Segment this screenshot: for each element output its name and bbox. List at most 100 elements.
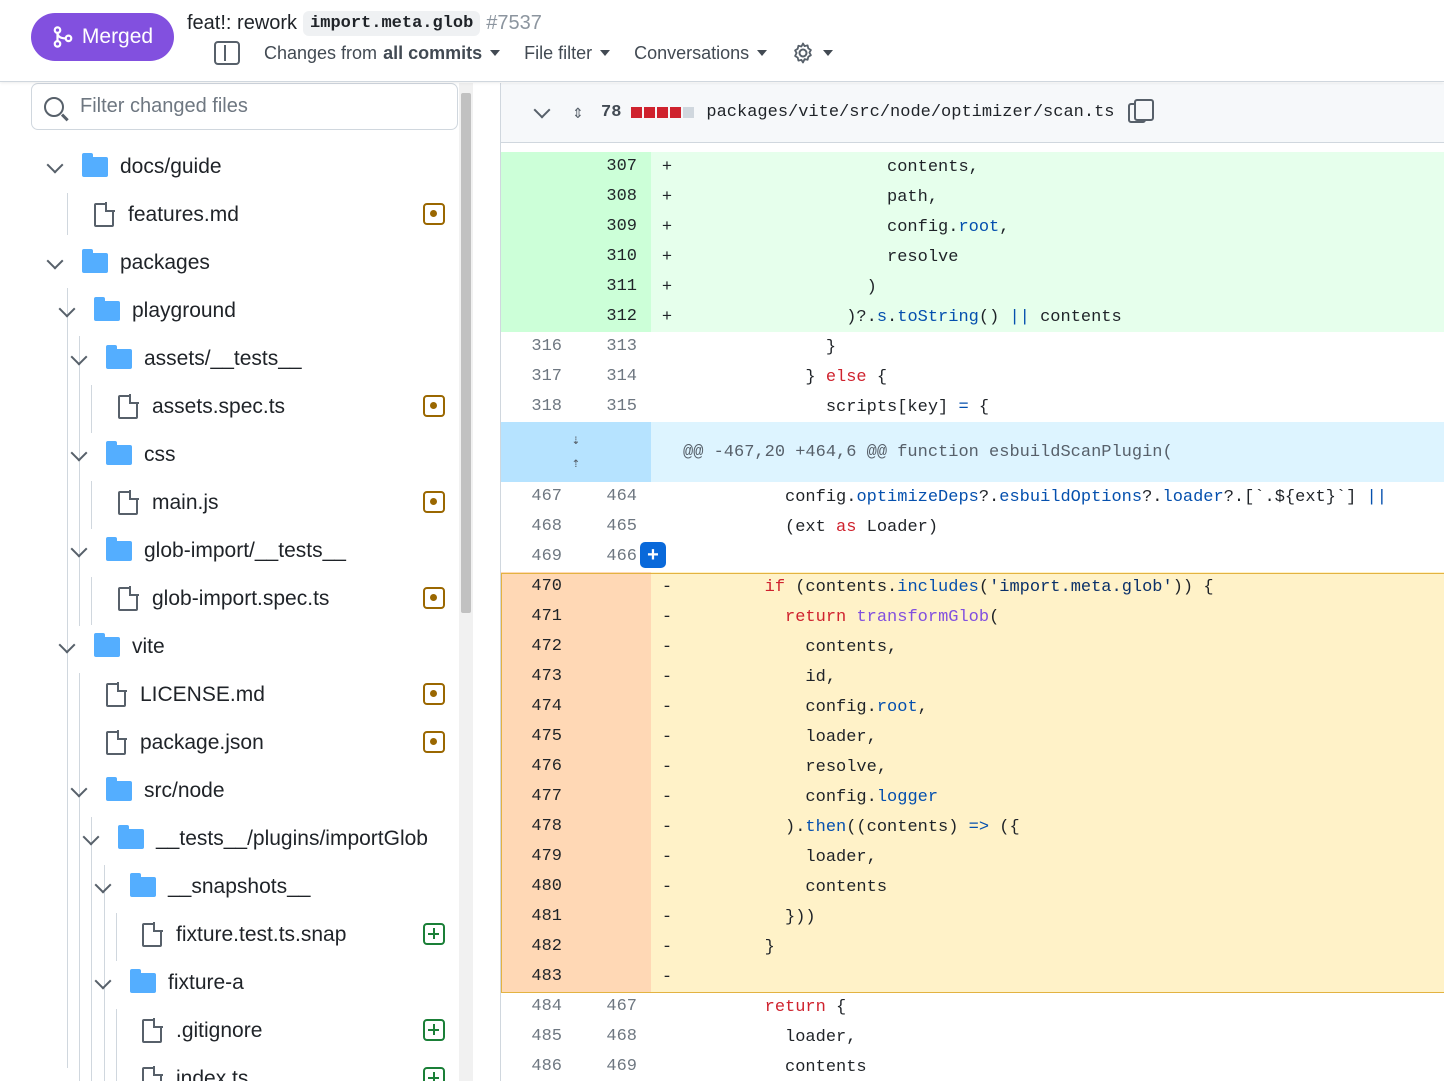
new-line-number[interactable] xyxy=(576,872,651,902)
tree-folder-snapshots[interactable]: __snapshots__ xyxy=(92,863,310,911)
new-line-number[interactable]: 313 xyxy=(606,337,637,356)
tree-file-fixture-test-snap[interactable]: fixture.test.ts.snap xyxy=(142,911,346,959)
tree-file-gitignore[interactable]: .gitignore xyxy=(142,1007,262,1055)
new-line-number[interactable] xyxy=(576,602,651,632)
new-line-number[interactable]: 465 xyxy=(606,517,637,536)
diff-line[interactable]: 307+ contents, xyxy=(501,152,1444,182)
tree-file-index-ts[interactable]: index.ts xyxy=(142,1055,248,1081)
old-line-number[interactable]: 468 xyxy=(531,517,562,536)
tree-folder-assets-tests[interactable]: assets/__tests__ xyxy=(68,335,302,383)
tree-folder-packages[interactable]: packages xyxy=(44,239,210,287)
diff-line[interactable]: 473- id, xyxy=(501,662,1444,692)
diff-line[interactable]: 309+ config.root, xyxy=(501,212,1444,242)
diff-line[interactable]: 481- })) xyxy=(501,902,1444,932)
new-line-number[interactable]: 309 xyxy=(576,212,651,242)
sidebar-toggle-icon[interactable] xyxy=(214,41,240,65)
settings-dropdown[interactable] xyxy=(791,41,834,65)
old-line-number[interactable] xyxy=(501,152,576,182)
old-line-number[interactable]: 467 xyxy=(531,487,562,506)
old-line-number[interactable]: 476 xyxy=(501,752,576,782)
new-line-number[interactable]: 311 xyxy=(576,272,651,302)
old-line-number[interactable] xyxy=(501,182,576,212)
diff-line[interactable]: 470- if (contents.includes('import.meta.… xyxy=(501,572,1444,602)
changes-from-dropdown[interactable]: Changes from all commits xyxy=(264,43,501,64)
file-filter-dropdown[interactable]: File filter xyxy=(524,43,611,64)
new-line-number[interactable]: 312 xyxy=(576,302,651,332)
new-line-number[interactable] xyxy=(576,812,651,842)
copy-icon[interactable] xyxy=(1128,98,1155,123)
old-line-number[interactable]: 483 xyxy=(501,962,576,992)
diff-line[interactable]: 474- config.root, xyxy=(501,692,1444,722)
old-line-number[interactable]: 485 xyxy=(531,1027,562,1046)
file-path[interactable]: packages/vite/src/node/optimizer/scan.ts xyxy=(706,103,1115,122)
new-line-number[interactable]: 307 xyxy=(576,152,651,182)
sidebar-scrollbar[interactable] xyxy=(459,83,473,1081)
new-line-number[interactable] xyxy=(576,842,651,872)
old-line-number[interactable]: 482 xyxy=(501,932,576,962)
tree-folder-src-node[interactable]: src/node xyxy=(68,767,225,815)
filter-files-box[interactable] xyxy=(31,83,458,130)
old-line-number[interactable]: 473 xyxy=(501,662,576,692)
unfold-icon[interactable]: ⇕ xyxy=(572,104,584,121)
tree-folder-css[interactable]: css xyxy=(68,431,176,479)
old-line-number[interactable]: 484 xyxy=(531,997,562,1016)
chevron-down-icon[interactable] xyxy=(531,102,553,124)
expand-up-icon[interactable]: ⇡ xyxy=(571,456,581,472)
old-line-number[interactable]: 481 xyxy=(501,902,576,932)
old-line-number[interactable] xyxy=(501,212,576,242)
diff-line[interactable]: 479- loader, xyxy=(501,842,1444,872)
old-line-number[interactable] xyxy=(501,302,576,332)
old-line-number[interactable] xyxy=(501,272,576,302)
new-line-number[interactable]: 314 xyxy=(606,367,637,386)
diff-line[interactable]: 308+ path, xyxy=(501,182,1444,212)
tree-folder-glob-import-tests[interactable]: glob-import/__tests__ xyxy=(68,527,346,575)
old-line-number[interactable] xyxy=(501,242,576,272)
old-line-number[interactable]: 475 xyxy=(501,722,576,752)
old-line-number[interactable]: 317 xyxy=(531,367,562,386)
diff-line[interactable]: 478- ).then((contents) => ({ xyxy=(501,812,1444,842)
tree-file-glob-import-spec[interactable]: glob-import.spec.ts xyxy=(118,575,329,623)
new-line-number[interactable]: 308 xyxy=(576,182,651,212)
new-line-number[interactable] xyxy=(576,692,651,722)
diff-line[interactable]: 482- } xyxy=(501,932,1444,962)
tree-folder-docs-guide[interactable]: docs/guide xyxy=(44,143,222,191)
new-line-number[interactable] xyxy=(576,572,651,602)
diff-line[interactable]: 310+ resolve xyxy=(501,242,1444,272)
tree-file-main-js[interactable]: main.js xyxy=(118,479,219,527)
diff-line[interactable]: 475- loader, xyxy=(501,722,1444,752)
tree-file-package-json[interactable]: package.json xyxy=(106,719,264,767)
old-line-number[interactable]: 470 xyxy=(501,572,576,602)
diff-line[interactable]: 477- config.logger xyxy=(501,782,1444,812)
new-line-number[interactable]: 468 xyxy=(606,1027,637,1046)
new-line-number[interactable] xyxy=(576,752,651,782)
expand-hunk-buttons[interactable]: ⇣ ⇡ xyxy=(501,422,651,482)
old-line-number[interactable]: 472 xyxy=(501,632,576,662)
filter-files-input[interactable] xyxy=(80,95,440,118)
diff-line[interactable]: 312+ )?.s.toString() || contents xyxy=(501,302,1444,332)
scrollbar-thumb[interactable] xyxy=(461,93,471,613)
old-line-number[interactable]: 471 xyxy=(501,602,576,632)
diff-line[interactable]: 471- return transformGlob( xyxy=(501,602,1444,632)
tree-file-features-md[interactable]: features.md xyxy=(94,191,239,239)
new-line-number[interactable]: 464 xyxy=(606,487,637,506)
old-line-number[interactable]: 316 xyxy=(531,337,562,356)
new-line-number[interactable]: 310 xyxy=(576,242,651,272)
old-line-number[interactable]: 478 xyxy=(501,812,576,842)
new-line-number[interactable] xyxy=(576,662,651,692)
new-line-number[interactable]: 469 xyxy=(606,1057,637,1076)
conversations-dropdown[interactable]: Conversations xyxy=(634,43,768,64)
tree-file-license-md[interactable]: LICENSE.md xyxy=(106,671,265,719)
old-line-number[interactable]: 469 xyxy=(531,547,562,566)
tree-folder-playground[interactable]: playground xyxy=(56,287,236,335)
tree-file-assets-spec[interactable]: assets.spec.ts xyxy=(118,383,285,431)
new-line-number[interactable] xyxy=(576,722,651,752)
tree-folder-fixture-a[interactable]: fixture-a xyxy=(92,959,244,1007)
new-line-number[interactable] xyxy=(576,962,651,992)
